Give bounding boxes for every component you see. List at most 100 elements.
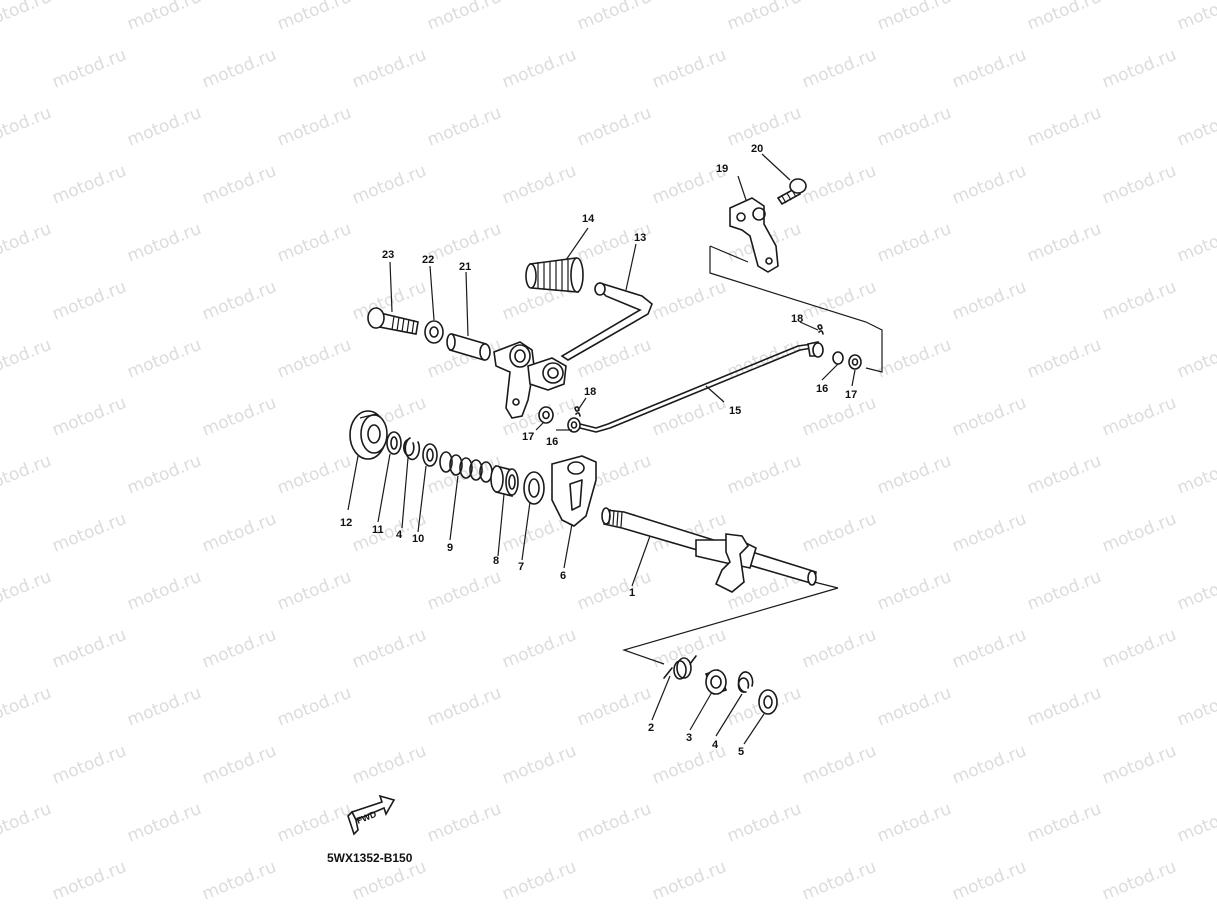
callout-20: 20 <box>751 143 763 155</box>
watermark-text: motod.ru <box>124 799 204 847</box>
watermark-text: motod.ru <box>499 161 579 209</box>
watermark-text: motod.ru <box>1099 625 1179 673</box>
watermark-text: motod.ru <box>274 0 354 35</box>
watermark-text: motod.ru <box>574 567 654 615</box>
watermark-text: motod.ru <box>49 509 129 557</box>
part-14-footpeg-rubber[interactable] <box>525 257 584 293</box>
watermark-text: motod.ru <box>724 103 804 151</box>
watermark-text: motod.ru <box>49 857 129 905</box>
watermark-text: motod.ru <box>424 567 504 615</box>
part-17-washer-right[interactable] <box>848 354 862 370</box>
watermark-text: motod.ru <box>349 625 429 673</box>
part-21-collar[interactable] <box>446 332 491 362</box>
watermark-text: motod.ru <box>874 103 954 151</box>
callout-13: 13 <box>634 232 646 244</box>
part-19-shift-arm[interactable] <box>729 197 779 273</box>
watermark-text: motod.ru <box>1099 393 1179 441</box>
leader-lines <box>347 153 856 745</box>
watermark-text: motod.ru <box>49 393 129 441</box>
watermark-text: motod.ru <box>1174 567 1217 615</box>
group-outline-upper <box>709 246 883 373</box>
watermark-text: motod.ru <box>1174 219 1217 267</box>
watermark-text: motod.ru <box>1024 799 1104 847</box>
part-18-clip-right[interactable] <box>817 324 824 335</box>
part-4-circlip-upper[interactable] <box>403 437 421 461</box>
watermark-text: motod.ru <box>649 393 729 441</box>
part-2-return-spring[interactable] <box>663 655 697 680</box>
part-10-washer[interactable] <box>422 443 438 467</box>
part-13-shift-pedal[interactable] <box>493 282 653 419</box>
part-6-shift-lever[interactable] <box>551 455 597 527</box>
part-7-washer[interactable] <box>523 471 545 505</box>
watermark-text: motod.ru <box>0 103 54 151</box>
watermark-text: motod.ru <box>874 335 954 383</box>
watermark-text: motod.ru <box>199 857 279 905</box>
callout-15: 15 <box>729 405 741 417</box>
watermark-text: motod.ru <box>274 451 354 499</box>
watermark-text: motod.ru <box>124 567 204 615</box>
watermark-text: motod.ru <box>1174 799 1217 847</box>
watermark-text: motod.ru <box>499 741 579 789</box>
watermark-text: motod.ru <box>949 393 1029 441</box>
watermark-text: motod.ru <box>0 0 54 35</box>
watermark-text: motod.ru <box>1174 683 1217 731</box>
callout-16-left: 16 <box>546 436 558 448</box>
watermark-text: motod.ru <box>1024 567 1104 615</box>
watermark-text: motod.ru <box>949 625 1029 673</box>
watermark-text: motod.ru <box>1099 45 1179 93</box>
part-17-washer-left[interactable] <box>538 406 554 424</box>
callout-17-left: 17 <box>522 431 534 443</box>
part-20-bolt[interactable] <box>776 178 807 206</box>
watermark-text: motod.ru <box>649 45 729 93</box>
watermark-text: motod.ru <box>649 625 729 673</box>
part-18-clip-left[interactable] <box>574 406 581 417</box>
watermark-text: motod.ru <box>1099 857 1179 905</box>
part-4-circlip-lower[interactable] <box>737 671 754 693</box>
watermark-text: motod.ru <box>0 335 54 383</box>
watermark-text: motod.ru <box>1024 103 1104 151</box>
watermark-text: motod.ru <box>574 103 654 151</box>
watermark-text: motod.ru <box>649 857 729 905</box>
watermark-text: motod.ru <box>274 219 354 267</box>
watermark-text: motod.ru <box>724 451 804 499</box>
part-12-oil-seal[interactable] <box>349 410 388 460</box>
watermark-text: motod.ru <box>124 0 204 35</box>
part-22-washer[interactable] <box>424 320 444 344</box>
watermark-text: motod.ru <box>1099 161 1179 209</box>
watermark-text: motod.ru <box>724 799 804 847</box>
watermark-text: motod.ru <box>1024 683 1104 731</box>
callout-17-right: 17 <box>845 389 857 401</box>
watermark-text: motod.ru <box>49 277 129 325</box>
watermark-text: motod.ru <box>949 45 1029 93</box>
callout-21: 21 <box>459 261 471 273</box>
part-1-shift-shaft[interactable] <box>601 507 817 593</box>
watermark-text: motod.ru <box>499 625 579 673</box>
watermark-text: motod.ru <box>274 683 354 731</box>
callout-14: 14 <box>582 213 595 225</box>
watermark-text: motod.ru <box>574 683 654 731</box>
watermark-text: motod.ru <box>1024 0 1104 35</box>
part-23-pivot-bolt[interactable] <box>367 307 419 335</box>
part-16-joint-left[interactable] <box>567 417 581 433</box>
watermark-text: motod.ru <box>199 741 279 789</box>
part-8-collar[interactable] <box>490 464 519 498</box>
watermark-text: motod.ru <box>874 219 954 267</box>
part-16-joint-right[interactable] <box>807 341 844 365</box>
callout-7: 7 <box>518 561 524 573</box>
watermark-text: motod.ru <box>0 683 54 731</box>
callout-18-right: 18 <box>791 313 803 325</box>
part-3-collar[interactable] <box>704 669 728 695</box>
part-11-washer[interactable] <box>386 431 402 455</box>
watermark-text: motod.ru <box>124 103 204 151</box>
watermark-text: motod.ru <box>1024 335 1104 383</box>
watermark-text: motod.ru <box>274 335 354 383</box>
part-15-shift-rod[interactable] <box>579 343 813 433</box>
part-5-washer[interactable] <box>758 689 778 715</box>
watermark-text: motod.ru <box>799 741 879 789</box>
callout-10: 10 <box>412 533 424 545</box>
watermark-text: motod.ru <box>574 799 654 847</box>
watermark-text: motod.ru <box>199 393 279 441</box>
watermark-text: motod.ru <box>424 799 504 847</box>
watermark-text: motod.ru <box>349 45 429 93</box>
part-9-spring[interactable] <box>439 451 493 483</box>
